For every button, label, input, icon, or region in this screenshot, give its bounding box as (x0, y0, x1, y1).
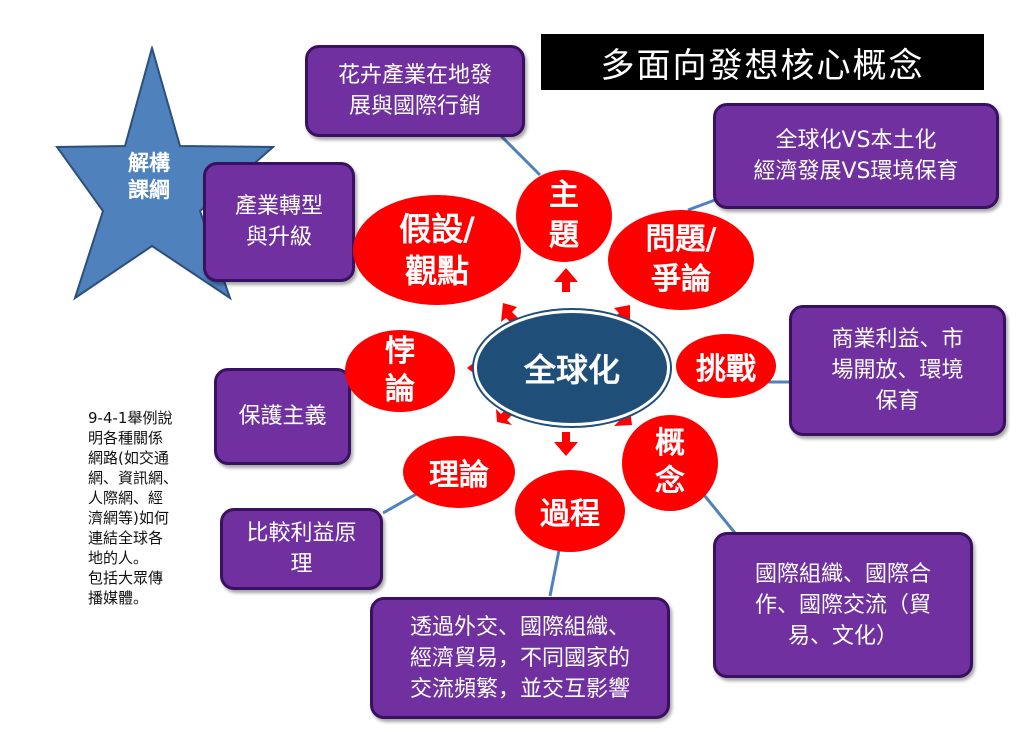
box-line: 透過外交、國際組織、 (409, 614, 630, 640)
box-line: 保護主義 (238, 404, 327, 429)
bubble-line: 假設/ (399, 210, 475, 248)
bubble-line: 論 (385, 372, 415, 407)
note-line: 網、資訊網、 (88, 469, 179, 487)
bubble-line: 過程 (540, 497, 600, 532)
note-line: 明各種關係 (88, 429, 164, 447)
box-line: 比較利益原 (246, 521, 357, 546)
star-icon (55, 46, 275, 301)
box-floral-industry: 花卉產業在地發 展與國際行銷 (305, 45, 525, 137)
box-line: 易、文化） (787, 623, 898, 649)
box-industry-transformation: 產業轉型 與升級 (203, 162, 355, 282)
bubble-line: 理論 (429, 458, 489, 493)
box-line: 作、國際交流（貿 (754, 592, 931, 618)
bubble-hypothesis: 假設/ 觀點 (353, 195, 521, 305)
center-node-globalization: 全球化 (474, 310, 670, 426)
bubble-concept: 概 念 (622, 415, 718, 511)
star-label-line-1: 解構 (128, 151, 170, 175)
box-line: 經濟發展VS環境保育 (753, 159, 959, 184)
box-line: 展與國際行銷 (348, 94, 481, 119)
bubble-line: 挑戰 (696, 352, 756, 387)
box-intl-organizations: 國際組織、國際合 作、國際交流（貿 易、文化） (713, 532, 973, 678)
box-comparative-advantage: 比較利益原 理 (220, 508, 383, 590)
note-line: 包括大眾傳 (88, 569, 164, 587)
bubble-process: 過程 (515, 470, 625, 552)
box-protectionism: 保護主義 (214, 368, 351, 465)
note-line: 9-4-1舉例說 (88, 409, 173, 427)
note-line: 地的人。 (88, 549, 149, 567)
side-note: 9-4-1舉例說 明各種關係 網路(如交通 網、資訊網、 人際網、經 濟網等)如… (88, 408, 213, 608)
box-commercial-interest: 商業利益、市 場開放、環境 保育 (789, 305, 1006, 436)
bubble-line: 念 (655, 464, 685, 499)
star-label: 解構 課綱 (120, 150, 178, 204)
bubble-theme: 主 題 (516, 170, 612, 262)
box-line: 交流頻繁，並交互影響 (409, 676, 630, 702)
box-line: 理 (290, 552, 313, 577)
box-line: 保育 (875, 389, 920, 414)
note-line: 連結全球各 (88, 529, 164, 547)
box-line: 與升級 (245, 225, 312, 250)
box-line: 商業利益、市 (831, 327, 964, 352)
box-line: 產業轉型 (234, 194, 323, 219)
star-label-line-2: 課綱 (128, 178, 170, 202)
bubble-theory: 理論 (403, 436, 515, 508)
page-title: 多面向發想核心概念 (541, 34, 984, 90)
bubble-paradox: 悖 論 (345, 330, 455, 412)
note-line: 播媒體。 (88, 589, 149, 607)
box-line: 全球化VS本土化 (775, 128, 937, 153)
bubble-line: 爭論 (651, 262, 711, 297)
bubble-line: 悖 (385, 334, 415, 369)
box-line: 經濟貿易，不同國家的 (409, 645, 630, 671)
box-global-vs-local: 全球化VS本土化 經濟發展VS環境保育 (713, 103, 999, 209)
box-diplomacy: 透過外交、國際組織、 經濟貿易，不同國家的 交流頻繁，並交互影響 (370, 597, 670, 719)
bubble-line: 主 (549, 178, 579, 213)
note-line: 人際網、經 (88, 489, 164, 507)
box-line: 國際組織、國際合 (754, 561, 931, 587)
bubble-line: 觀點 (404, 252, 469, 290)
note-line: 網路(如交通 (88, 449, 169, 467)
bubble-challenge: 挑戰 (676, 334, 776, 398)
note-line: 濟網等)如何 (88, 509, 169, 527)
bubble-line: 概 (655, 426, 685, 461)
box-line: 花卉產業在地發 (337, 63, 492, 88)
bubble-line: 問題/ (645, 222, 717, 257)
bubble-line: 題 (549, 218, 579, 253)
box-line: 場開放、環境 (831, 358, 964, 383)
bubble-issue: 問題/ 爭論 (608, 210, 754, 310)
